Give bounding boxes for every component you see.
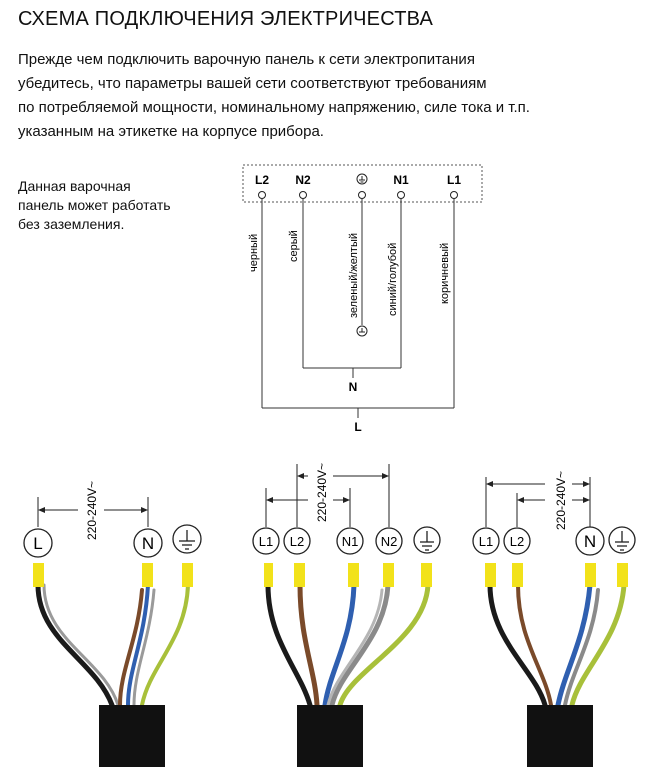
cable-jacket — [99, 705, 165, 767]
grounding-note: Данная варочная панель может работать бе… — [18, 177, 218, 234]
terminal-label-l2: L2 — [255, 173, 269, 187]
note-line: без заземления. — [18, 216, 125, 232]
page-title: СХЕМА ПОДКЛЮЧЕНИЯ ЭЛЕКТРИЧЕСТВА — [18, 8, 434, 30]
terminal-block-schematic: L2 N2 N1 L1 — [242, 164, 483, 434]
wire-color-grey: серый — [288, 230, 300, 262]
wire-color-green-yellow: зеленый/желтый — [348, 233, 360, 318]
neutral-bus-label: N — [349, 380, 358, 394]
terminal-l1: L1 — [479, 534, 493, 549]
cable-jacket — [297, 705, 363, 767]
wire-color-blue: синий/голубой — [387, 243, 399, 316]
terminal-label-n1: N1 — [393, 173, 409, 187]
voltage-label: 220-240V~ — [85, 481, 99, 540]
intro-line: по потребляемой мощности, номинальному н… — [18, 99, 530, 116]
intro-paragraph: Прежде чем подключить варочную панель к … — [18, 48, 650, 144]
wire-color-black: черный — [248, 234, 260, 272]
ground-terminal-icon — [356, 173, 368, 185]
wiring-option-1: 220-240V~ L N — [23, 481, 202, 767]
line-bus-label: L — [354, 420, 361, 434]
wiring-option-2: 220-240V~ L1 L2 N1 N2 — [252, 463, 441, 767]
schematic-wires — [261, 199, 455, 418]
terminal-l2: L2 — [510, 534, 524, 549]
terminal-n: N — [584, 532, 596, 551]
ground-icon — [413, 526, 441, 554]
ground-end-icon — [356, 325, 368, 337]
terminal-l1: L1 — [259, 534, 273, 549]
cable-jacket — [527, 705, 593, 767]
note-line: панель может работать — [18, 197, 171, 213]
terminal-screws — [258, 191, 458, 199]
terminal-n1: N1 — [342, 534, 359, 549]
terminal-l: L — [33, 534, 42, 553]
terminal-n2: N2 — [381, 534, 398, 549]
voltage-label: 220-240V~ — [554, 471, 568, 530]
terminal-label-n2: N2 — [295, 173, 311, 187]
wire-color-brown: коричневый — [439, 243, 451, 304]
intro-line: указанным на этикетке на корпусе прибора… — [18, 123, 324, 140]
ground-icon — [172, 524, 202, 554]
intro-line: убедитесь, что параметры вашей сети соот… — [18, 75, 487, 92]
intro-line: Прежде чем подключить варочную панель к … — [18, 51, 475, 68]
terminal-label-l1: L1 — [447, 173, 461, 187]
voltage-label: 220-240V~ — [315, 463, 329, 522]
terminal-n: N — [142, 534, 154, 553]
terminal-block — [242, 164, 483, 203]
terminal-l2: L2 — [290, 534, 304, 549]
ground-icon — [608, 526, 636, 554]
note-line: Данная варочная — [18, 178, 131, 194]
wiring-option-3: 220-240V~ L1 L2 N — [472, 471, 636, 767]
